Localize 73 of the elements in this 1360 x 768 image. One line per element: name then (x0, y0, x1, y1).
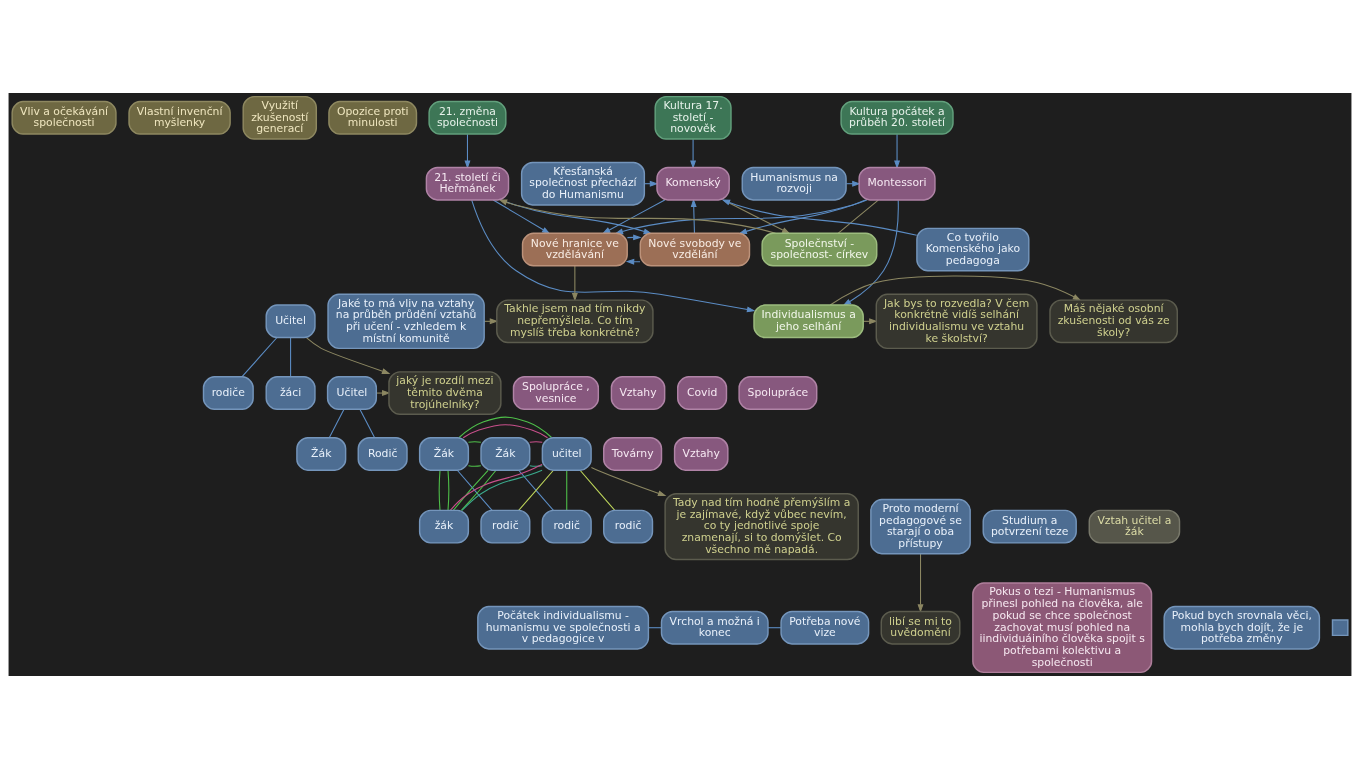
arrow (690, 138, 697, 169)
node-box: Vrchol a možná i konec (660, 610, 769, 645)
node-box: Žák (296, 436, 347, 471)
node-box: Pokud bych srovnala věci, mohla bych dojít, že je potřeba změny (1163, 605, 1321, 650)
arrow (471, 199, 756, 312)
node-box: Vztahy (610, 375, 666, 410)
connector (467, 440, 482, 443)
node-box: Spolupráce (738, 375, 818, 410)
node-box: Potřeba nové vize (780, 610, 870, 645)
node-box: žák (418, 509, 470, 544)
node-box: Proto moderní pedagogové se starají o oba přístupy (870, 498, 971, 554)
node-box: Tady nad tím hodně přemýšlím a je zajímavé, když vůbec nevím, co ty jednotlivé spoje znamenají, si to domýšlet. Co všechno mě napadá. (664, 492, 859, 560)
node-box: Opozice proti minulosti (328, 100, 418, 135)
arrow (590, 466, 667, 496)
arrow (894, 133, 901, 169)
node-box: rodič (480, 509, 531, 544)
connector (529, 440, 543, 443)
node-box: Montessori (858, 166, 936, 201)
node-box: Studium a potvrzení teze (982, 509, 1077, 544)
node-box: Žák (418, 436, 470, 471)
node-box: Máš nějaké osobní zkušenosti od vás ze školy? (1049, 298, 1178, 343)
node-box: Jak bys to rozvedla? V čem konkrétně vidíš selhání individualismu ve vztahu ke školství? (875, 293, 1038, 349)
node-box: Nové hranice ve vzdělávání (521, 232, 628, 267)
node-box: učitel (541, 436, 592, 471)
connector (467, 464, 482, 467)
node-box: Nové svobody ve vzdělání (639, 232, 751, 267)
arrow (306, 336, 391, 374)
node-box: Křesťanská společnost přechází do Humanismu (520, 161, 646, 206)
node-box: Vliv a očekávání společnosti (11, 100, 117, 135)
node-box: Vztah učitel a žák (1088, 509, 1181, 544)
node-box: rodiče (202, 375, 254, 410)
node-box: Žák (480, 436, 531, 471)
connector (518, 469, 554, 511)
node-box: Kultura 17. století - novověk (654, 95, 732, 140)
connector (462, 423, 549, 438)
connector (461, 469, 543, 511)
connector (529, 464, 543, 467)
node-box: 21. století či Heřmánek (425, 166, 510, 201)
node-box: Humanismus na rozvoji (741, 166, 847, 201)
node-box: Takhle jsem nad tím nikdy nepřemýšlela. Co tím myslíš třeba konkrétně? (496, 298, 654, 343)
node-box: Továrny (603, 436, 663, 471)
node-box: Počátek individualismu - humanismu ve společnosti a v pedagogice v (477, 605, 650, 650)
node-box: rodič (541, 509, 592, 544)
node-box: Jaké to má vliv na vztahy na průběh průdění vztahů při učení - vzhledem k místní komunitě (327, 293, 485, 349)
node-box: Komenský (656, 166, 730, 201)
node-box (1331, 618, 1349, 636)
connector (241, 336, 278, 377)
node-box: Rodič (357, 436, 408, 471)
node-box: Učitel (265, 303, 316, 338)
node-box: Spolupráce , vesnice (512, 375, 600, 410)
node-box: libí se mi to uvědomění (880, 610, 961, 645)
connector (328, 408, 345, 438)
connector (458, 416, 553, 438)
node-box: Společnství - společnost- církev (761, 232, 878, 267)
node-box: Vztahy (673, 436, 729, 471)
arrow (492, 198, 551, 234)
node-box: Co tvořilo Komenského jako pedagoga (916, 227, 1030, 271)
node-box: žáci (265, 375, 316, 410)
connector (449, 463, 543, 511)
node-box: Využití zkušeností generací (242, 95, 318, 140)
arrow (376, 389, 391, 396)
node-box: Vlastní invenční myšlenky (128, 100, 231, 135)
node-box: Kultura počátek a průběh 20. století (840, 100, 954, 135)
connector (359, 408, 376, 438)
node-box: jaký je rozdíl mezi těmito dvěma trojúhelníky? (388, 370, 502, 415)
node-box: rodič (603, 509, 654, 544)
node-box: Individualismus a jeho selhání (753, 303, 864, 338)
node-box: Učitel (326, 375, 378, 410)
node-box: Covid (677, 375, 728, 410)
node-box: Pokus o tezi - Humanismus přinesl pohled na člověka, ale pokud se chce společnost zachovat musí pohled na iindividuáiního člověka spojit s potřebami kolektivu a společnosti (972, 581, 1153, 673)
connector (579, 469, 616, 511)
node-box: 21. změna společnosti (428, 100, 507, 135)
arrow (464, 133, 471, 169)
